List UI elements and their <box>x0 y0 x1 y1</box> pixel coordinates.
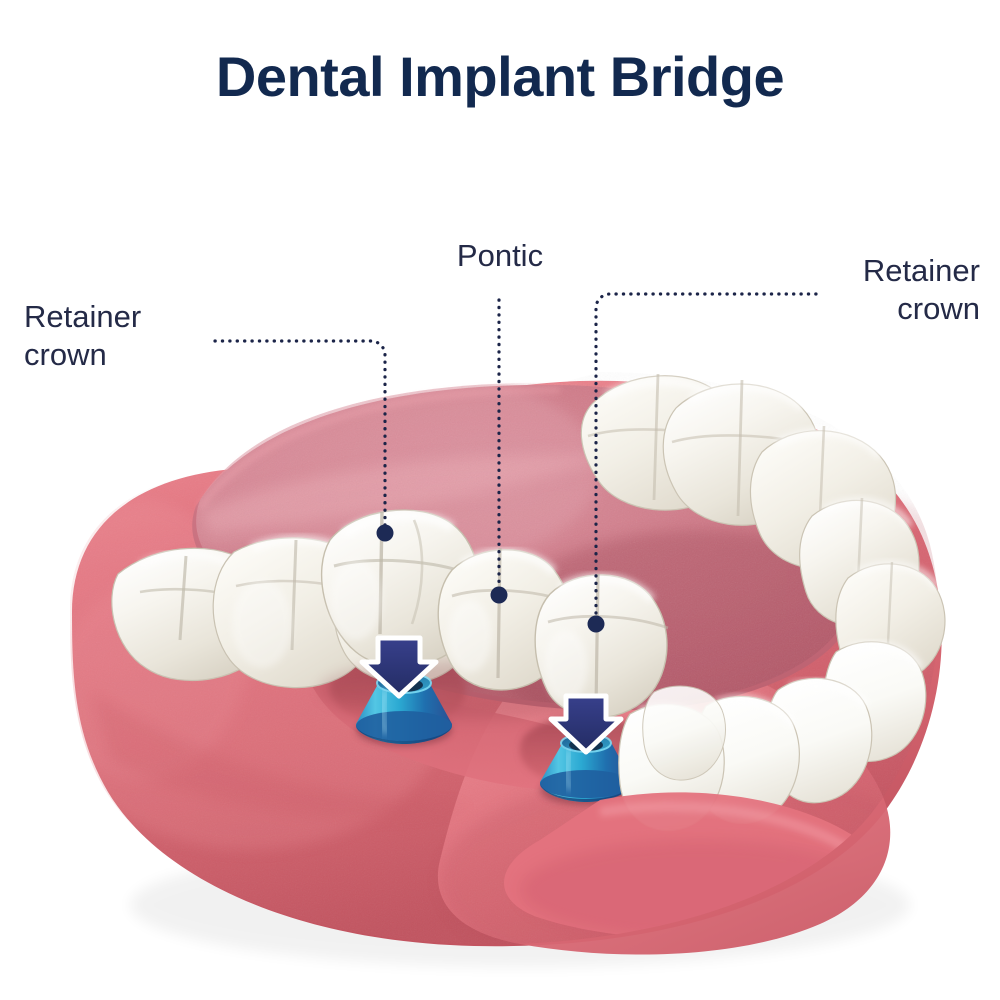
leader-dot-retainer-crown-left <box>376 524 394 542</box>
leader-retainer-crown-right <box>594 292 818 621</box>
seating-arrow-left <box>359 635 439 699</box>
seating-arrow-right <box>548 693 624 755</box>
page-title: Dental Implant Bridge <box>215 45 785 108</box>
implant-abutment-right <box>540 733 632 805</box>
callout-leaders <box>213 292 818 633</box>
callout-label-pontic: Pontic <box>456 238 544 273</box>
callout-label-retainer-crown-left: Retainer crown <box>24 299 142 372</box>
leader-retainer-crown-left <box>213 339 387 530</box>
retainer-crown-right-shape <box>534 573 669 719</box>
leader-dot-retainer-crown-right <box>587 615 605 633</box>
callout-label-retainer-crown-right: Retainer crown <box>862 253 980 326</box>
natural-teeth-right <box>580 373 946 832</box>
leader-dot-pontic <box>490 586 508 604</box>
implant-abutment-left <box>356 672 452 746</box>
